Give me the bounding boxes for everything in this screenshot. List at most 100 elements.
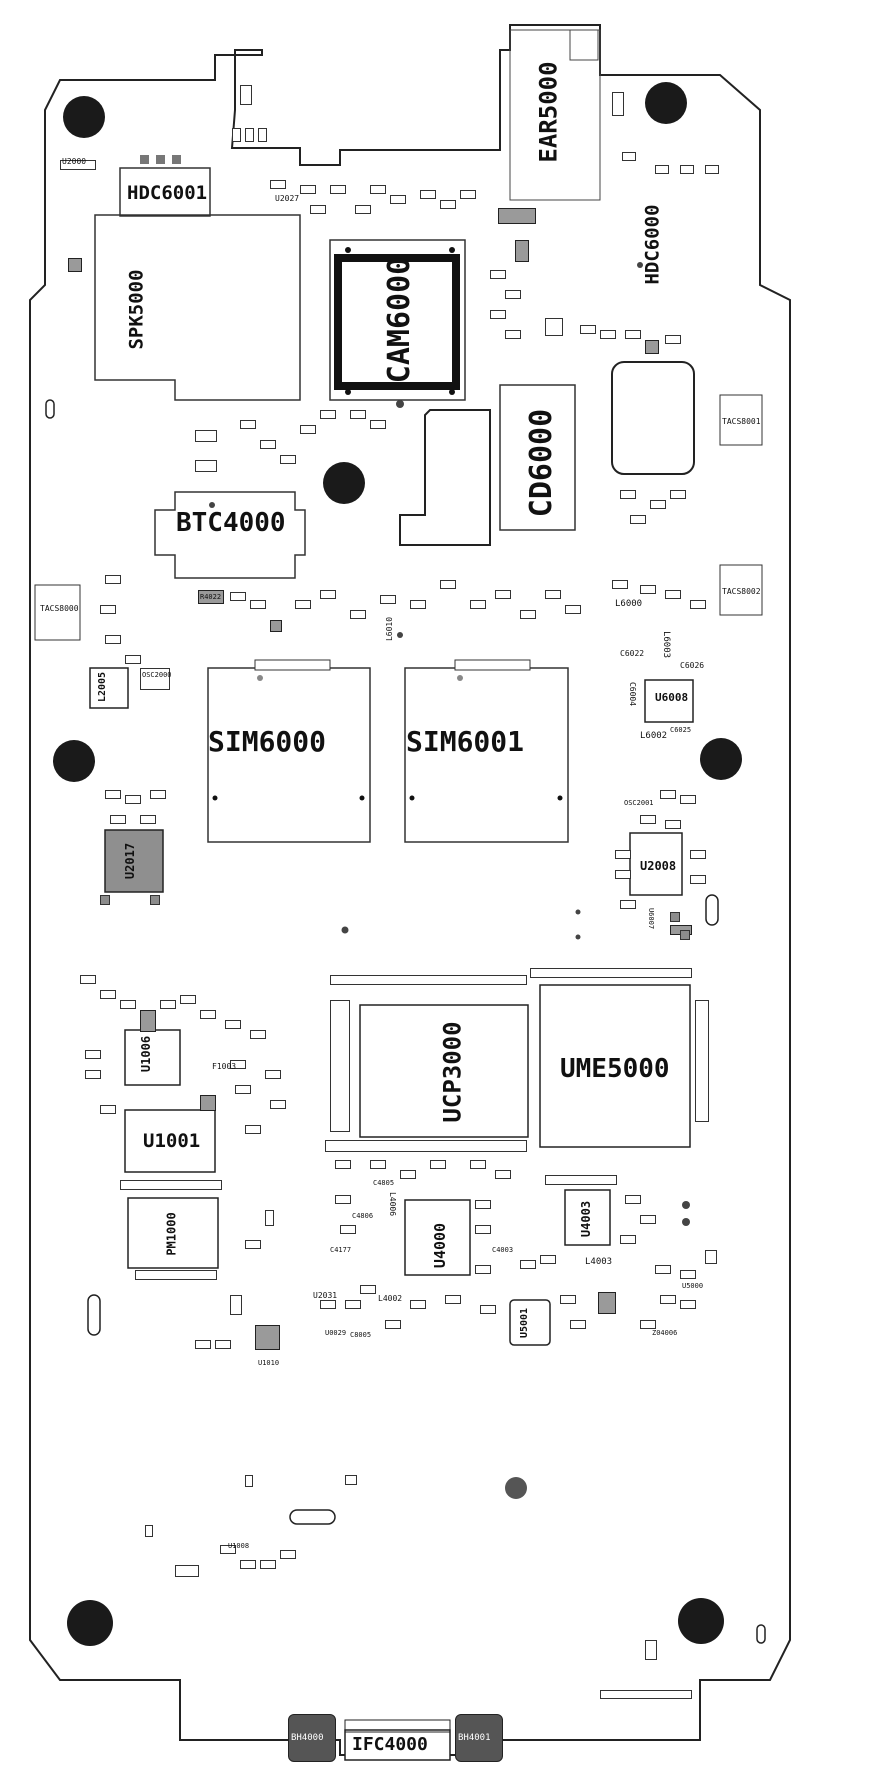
passive bbox=[645, 1640, 657, 1660]
passive bbox=[660, 1295, 676, 1304]
passive bbox=[195, 430, 217, 442]
passive bbox=[150, 895, 160, 905]
passive bbox=[260, 440, 276, 449]
passive bbox=[105, 575, 121, 584]
passive bbox=[340, 1225, 356, 1234]
passive bbox=[260, 1560, 276, 1569]
passive bbox=[320, 410, 336, 419]
passive bbox=[200, 1010, 216, 1019]
mounting-hole-mid-left bbox=[53, 740, 95, 782]
passive bbox=[235, 1085, 251, 1094]
u1006-label: U1006 bbox=[139, 1035, 154, 1073]
mounting-hole-mid-right bbox=[700, 738, 742, 780]
passive bbox=[615, 870, 631, 879]
pad-block-a bbox=[498, 208, 536, 224]
u2027-label: U2027 bbox=[275, 194, 300, 203]
passive bbox=[640, 1215, 656, 1224]
passive bbox=[385, 1320, 401, 1329]
passive bbox=[440, 580, 456, 589]
passive bbox=[360, 1285, 376, 1294]
passive bbox=[640, 1320, 656, 1329]
passive bbox=[120, 1000, 136, 1009]
u4000-outline bbox=[404, 1199, 471, 1276]
passive bbox=[445, 1295, 461, 1304]
passive bbox=[110, 815, 126, 824]
u6007-label: U6007 bbox=[647, 907, 656, 930]
passive bbox=[520, 1260, 536, 1269]
passive bbox=[665, 820, 681, 829]
passive bbox=[655, 165, 669, 174]
passive bbox=[440, 200, 456, 209]
passive bbox=[390, 195, 406, 204]
passive bbox=[680, 165, 694, 174]
u2017-outline bbox=[104, 829, 164, 893]
bh4000-contact bbox=[288, 1714, 336, 1762]
l6000-label: L6000 bbox=[615, 599, 643, 609]
pad-block-d bbox=[140, 1010, 156, 1032]
c6004-label: C6004 bbox=[628, 681, 638, 707]
l6002-label: L6002 bbox=[640, 731, 668, 741]
passive bbox=[225, 1020, 241, 1029]
spk5000-label: SPK5000 bbox=[125, 269, 148, 350]
c6022-label: C6022 bbox=[620, 649, 645, 658]
u5001-label: U5001 bbox=[519, 1307, 531, 1339]
passive bbox=[230, 1060, 246, 1069]
passive bbox=[530, 968, 692, 978]
passive bbox=[495, 590, 511, 599]
passive bbox=[680, 930, 690, 940]
passive bbox=[345, 1475, 357, 1485]
passive bbox=[475, 1200, 491, 1209]
btc4000-label: BTC4000 bbox=[176, 508, 286, 538]
u2000-label: U2000 bbox=[62, 157, 87, 166]
passive bbox=[265, 1210, 274, 1226]
spk5000-outline bbox=[94, 214, 301, 401]
passive bbox=[660, 790, 676, 799]
passive bbox=[330, 185, 346, 194]
passive bbox=[125, 655, 141, 664]
passive bbox=[300, 425, 316, 434]
l2005-label: L2005 bbox=[97, 671, 109, 703]
passive bbox=[310, 205, 326, 214]
passive bbox=[85, 1050, 101, 1059]
passive bbox=[300, 185, 316, 194]
passive bbox=[695, 1000, 709, 1122]
cam6000-outer bbox=[329, 239, 466, 401]
u5001-outline bbox=[509, 1299, 551, 1346]
passive bbox=[240, 1560, 256, 1569]
passive bbox=[330, 975, 527, 985]
ifc4000-outline bbox=[344, 1729, 451, 1761]
passive bbox=[240, 85, 252, 105]
passive bbox=[160, 1000, 176, 1009]
passive bbox=[630, 515, 646, 524]
passive bbox=[625, 1195, 641, 1204]
passive bbox=[100, 895, 110, 905]
pad-block-b bbox=[515, 240, 529, 262]
l2005-outline bbox=[89, 667, 129, 709]
c4806-label: C4806 bbox=[352, 1212, 374, 1220]
passive bbox=[640, 585, 656, 594]
passive bbox=[145, 1525, 153, 1537]
passive bbox=[505, 290, 521, 299]
sim6000-label: SIM6000 bbox=[208, 725, 327, 758]
passive bbox=[350, 610, 366, 619]
passive bbox=[625, 330, 641, 339]
passive bbox=[335, 1160, 351, 1169]
u6008-outline bbox=[644, 679, 694, 723]
tacs8000-tab bbox=[34, 584, 81, 641]
passive bbox=[85, 1070, 101, 1079]
passive bbox=[410, 600, 426, 609]
c4177-label: C4177 bbox=[330, 1246, 352, 1254]
l6010-label: L6010 bbox=[385, 616, 395, 642]
cam6000-label: CAM6000 bbox=[382, 256, 418, 384]
u4000-label: U4000 bbox=[431, 1222, 450, 1269]
passive bbox=[560, 1295, 576, 1304]
passive bbox=[320, 590, 336, 599]
passive bbox=[120, 1180, 222, 1190]
passive bbox=[470, 1160, 486, 1169]
l4002-label: L4002 bbox=[378, 1294, 403, 1303]
passive bbox=[612, 580, 628, 589]
slot-bottom bbox=[289, 1509, 336, 1525]
passive bbox=[650, 500, 666, 509]
slot-right-bottom bbox=[756, 1624, 766, 1644]
mounting-hole-top-left bbox=[63, 96, 105, 138]
